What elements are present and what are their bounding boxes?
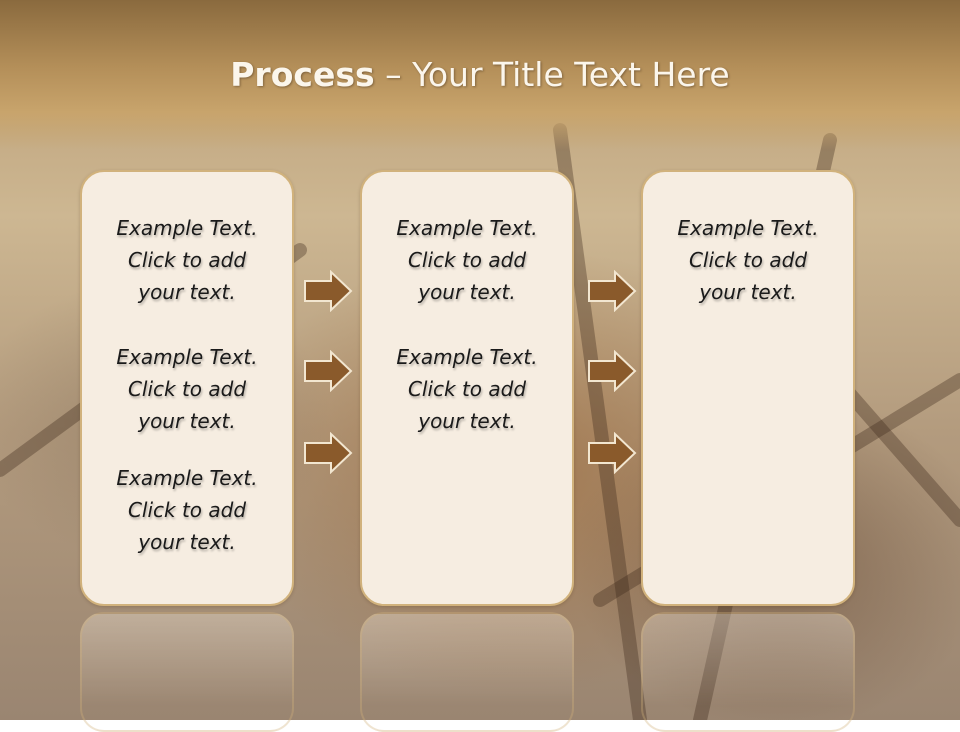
text-line: your text.	[699, 280, 797, 304]
title-rest-text: – Your Title Text Here	[374, 55, 730, 94]
text-line: Example Text.	[396, 345, 538, 369]
slide-title[interactable]: Process – Your Title Text Here	[0, 55, 960, 94]
text-block[interactable]: Example Text. Click to add your text.	[362, 341, 572, 437]
text-line: Click to add	[127, 498, 247, 522]
text-block[interactable]: Example Text. Click to add your text.	[362, 212, 572, 308]
title-bar	[0, 0, 960, 150]
text-line: Example Text.	[116, 216, 258, 240]
box-reflection	[80, 612, 294, 732]
text-line: your text.	[418, 409, 516, 433]
right-arrow-icon[interactable]	[587, 350, 637, 392]
process-box-1[interactable]: Example Text. Click to add your text. Ex…	[80, 170, 294, 606]
box-reflection	[360, 612, 574, 732]
box-reflection	[641, 612, 855, 732]
process-box-3[interactable]: Example Text. Click to add your text.	[641, 170, 855, 606]
right-arrow-icon[interactable]	[303, 270, 353, 312]
text-line: Example Text.	[396, 216, 538, 240]
text-block[interactable]: Example Text. Click to add your text.	[82, 341, 292, 437]
right-arrow-icon[interactable]	[303, 350, 353, 392]
right-arrow-icon[interactable]	[303, 432, 353, 474]
text-line: your text.	[138, 280, 236, 304]
text-line: your text.	[138, 409, 236, 433]
text-block[interactable]: Example Text. Click to add your text.	[82, 212, 292, 308]
text-block[interactable]: Example Text. Click to add your text.	[82, 462, 292, 558]
text-line: your text.	[138, 530, 236, 554]
right-arrow-icon[interactable]	[587, 432, 637, 474]
text-line: Click to add	[127, 377, 247, 401]
title-bold-text: Process	[230, 55, 375, 94]
process-box-2[interactable]: Example Text. Click to add your text. Ex…	[360, 170, 574, 606]
text-line: Example Text.	[677, 216, 819, 240]
right-arrow-icon[interactable]	[587, 270, 637, 312]
text-line: Click to add	[688, 248, 808, 272]
text-line: Example Text.	[116, 345, 258, 369]
text-line: Click to add	[127, 248, 247, 272]
text-line: Example Text.	[116, 466, 258, 490]
text-line: Click to add	[407, 248, 527, 272]
text-line: Click to add	[407, 377, 527, 401]
text-block[interactable]: Example Text. Click to add your text.	[643, 212, 853, 308]
text-line: your text.	[418, 280, 516, 304]
